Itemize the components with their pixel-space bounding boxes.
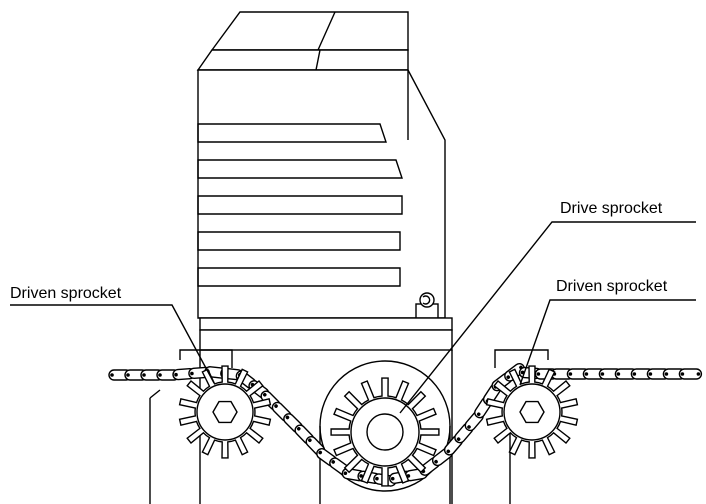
label-driven-right: Driven sprocket xyxy=(519,278,696,386)
machine-lid-edge xyxy=(196,49,409,71)
leader-line-drive xyxy=(399,221,696,414)
shaft-bore xyxy=(366,413,404,451)
driven-sprocket-left-label: Driven sprocket xyxy=(10,285,122,302)
chain-link xyxy=(678,368,703,380)
driven-sprocket-left xyxy=(178,365,272,459)
leader-line-right xyxy=(519,299,696,386)
leader-line-left xyxy=(10,304,215,384)
label-drive: Drive sprocket xyxy=(399,200,696,414)
right-ledge xyxy=(494,349,549,368)
machine-lower-band xyxy=(199,329,453,351)
machine-base-band xyxy=(199,317,453,331)
driven-sprocket-right-label: Driven sprocket xyxy=(556,278,668,295)
vent-louvers xyxy=(197,123,403,287)
drive-sprocket xyxy=(330,377,440,487)
hex-bolt xyxy=(212,400,238,424)
machine-housing xyxy=(149,11,549,504)
drive-sprocket-label: Drive sprocket xyxy=(560,200,663,217)
adjust-knob xyxy=(415,292,439,319)
left-ledge xyxy=(179,349,233,368)
driven-sprocket-right xyxy=(485,365,579,459)
label-driven-left: Driven sprocket xyxy=(10,285,215,384)
hex-bolt xyxy=(519,400,545,424)
machine-lid xyxy=(210,11,409,51)
